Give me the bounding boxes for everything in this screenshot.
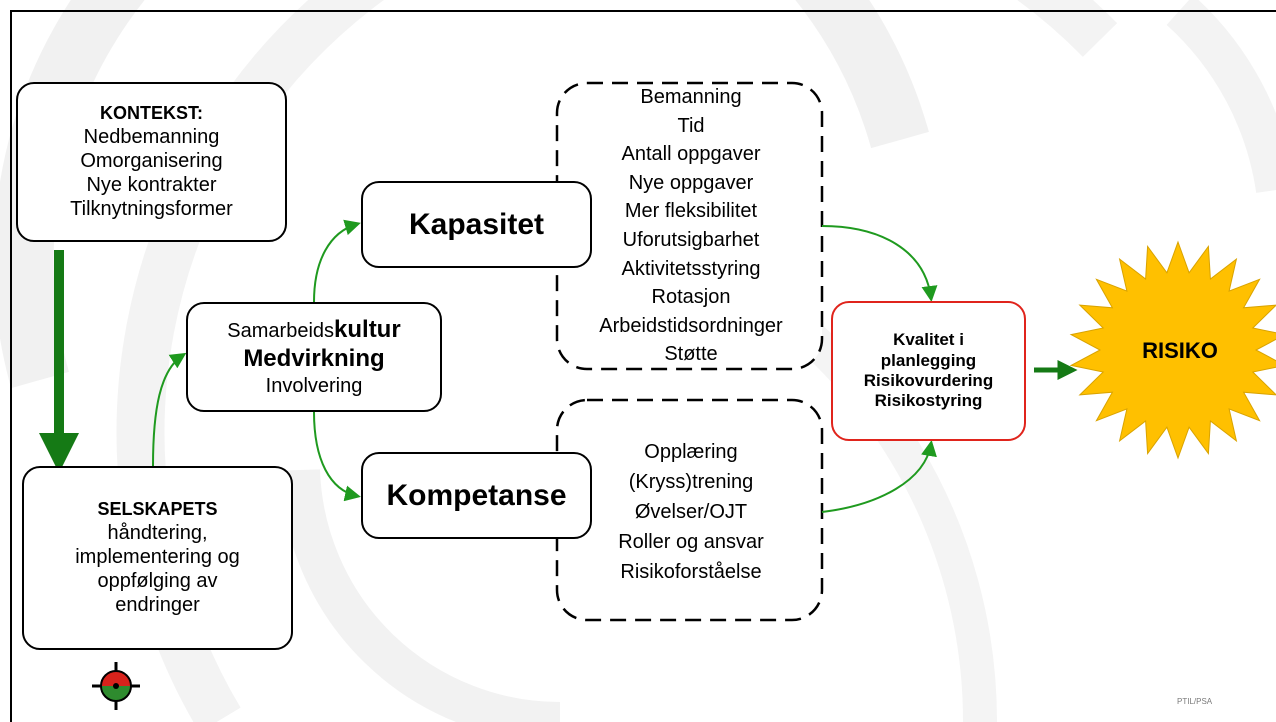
kultur-emphasis: kultur xyxy=(334,316,401,344)
kapasitet-title: Kapasitet xyxy=(408,207,545,241)
kapasitet-factor: Bemanning xyxy=(640,86,742,108)
kapasitet-to-kvalitet-arrow xyxy=(821,225,938,302)
kapasitet-box: Kapasitet xyxy=(361,181,592,268)
kompetanse-factor: (Kryss)trening xyxy=(628,471,754,493)
kultur-sub: Involvering xyxy=(265,374,363,397)
kompetanse-factor: Øvelser/OJT xyxy=(634,501,748,523)
kompetanse-factor: Risikoforståelse xyxy=(620,561,762,583)
selskapets-line: oppfølging av xyxy=(97,569,218,592)
crosshair-logo-icon xyxy=(92,662,140,710)
kompetanse-factor: Roller og ansvar xyxy=(618,531,764,553)
selskapets-to-kultur-arrow xyxy=(152,352,187,467)
kapasitet-factor: Rotasjon xyxy=(651,286,731,309)
kompetanse-to-kvalitet-arrow xyxy=(821,440,937,513)
kultur-title: Samarbeidskultur xyxy=(227,316,400,345)
kultur-box: Samarbeidskultur Medvirkning Involvering xyxy=(186,302,442,412)
risiko-label: RISIKO xyxy=(1142,338,1218,363)
slide-frame xyxy=(10,10,1276,722)
kompetanse-factors-frame xyxy=(555,398,824,622)
kapasitet-factor: Uforutsigbarhet xyxy=(622,228,760,251)
kvalitet-line: Kvalitet i xyxy=(893,330,964,350)
kultur-main: Medvirkning xyxy=(243,345,385,372)
kapasitet-factor: Tid xyxy=(677,114,705,137)
kapasitet-factor: Støtte xyxy=(664,343,718,366)
kompetanse-title: Kompetanse xyxy=(386,478,567,512)
kultur-prefix: Samarbeids xyxy=(227,320,335,343)
kompetanse-box: Kompetanse xyxy=(361,452,592,539)
source-note: PTIL/PSA xyxy=(1177,697,1213,706)
selskapets-box: SELSKAPETS håndtering, implementering og… xyxy=(22,466,293,650)
risiko-sun-shape xyxy=(1069,240,1276,460)
kvalitet-box: Kvalitet i planlegging Risikovurdering R… xyxy=(831,301,1026,441)
kapasitet-factor: Aktivitetsstyring xyxy=(621,257,761,280)
kvalitet-line: planlegging xyxy=(880,350,977,370)
kvalitet-line: Risikovurdering xyxy=(863,371,994,390)
kontekst-item: Nye kontrakter xyxy=(86,173,217,196)
kapasitet-factor: Nye oppgaver xyxy=(628,171,754,194)
kontekst-item: Tilknytningsformer xyxy=(70,197,233,220)
selskapets-line: endringer xyxy=(115,593,200,616)
selskapets-heading: SELSKAPETS xyxy=(97,499,218,520)
kompetanse-factors-list: Opplæring (Kryss)trening Øvelser/OJT Rol… xyxy=(560,437,822,587)
kontekst-box: KONTEKST: Nedbemanning Omorganisering Ny… xyxy=(16,82,287,242)
kvalitet-line: Risikostyring xyxy=(874,391,983,411)
kontekst-item: Omorganisering xyxy=(80,149,223,172)
kompetanse-factor: Opplæring xyxy=(644,441,738,463)
kapasitet-factor: Mer fleksibilitet xyxy=(624,200,758,223)
selskapets-line: implementering og xyxy=(75,545,240,568)
kapasitet-factors-list: Bemanning Tid Antall oppgaver Nye oppgav… xyxy=(560,83,822,369)
kultur-to-kompetanse-arrow xyxy=(313,411,361,502)
kapasitet-factor: Arbeidstidsordninger xyxy=(599,314,783,337)
kultur-to-kapasitet-arrow xyxy=(313,219,361,303)
kontekst-heading: KONTEKST: xyxy=(100,103,203,124)
kapasitet-factor: Antall oppgaver xyxy=(621,143,761,166)
selskapets-line: håndtering, xyxy=(107,521,208,544)
kontekst-item: Nedbemanning xyxy=(83,125,220,148)
